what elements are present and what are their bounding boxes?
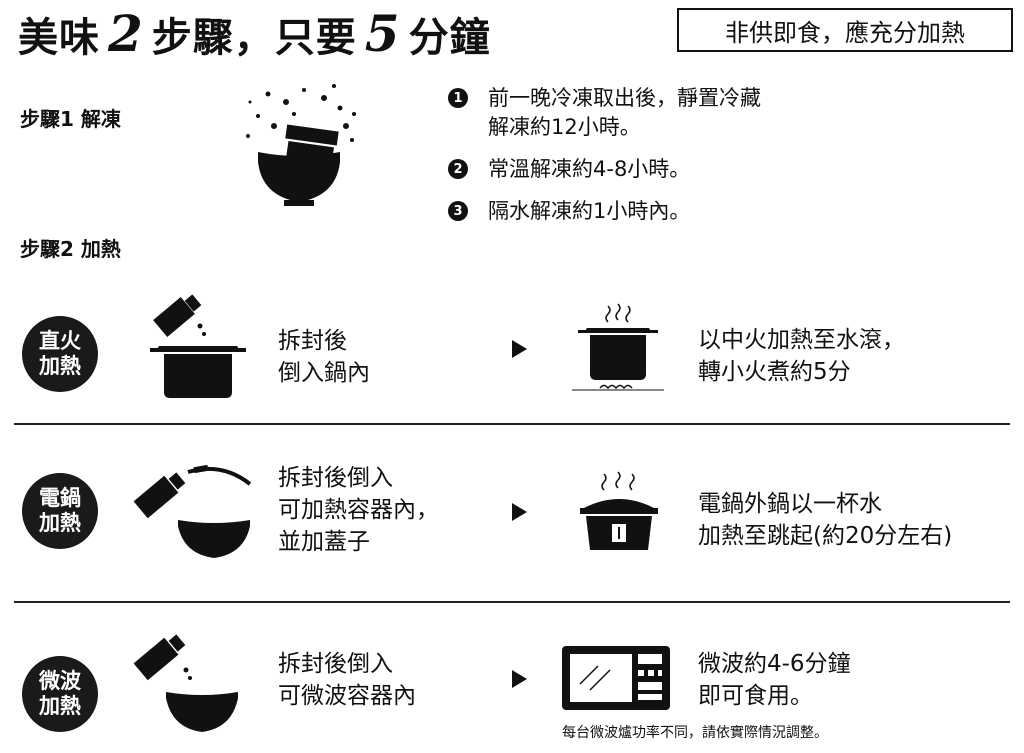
microwave-result-text: 微波約4-6分鐘 即可食用。 [698,648,851,712]
rice-cooker-prep-line3: 並加蓋子 [278,529,370,555]
microwave-prep-line2: 可微波容器內 [278,683,416,709]
divider-2 [14,601,1010,603]
rice-cooker-result-line2: 加熱至跳起(約20分左右) [698,523,953,549]
stove-result-text: 以中火加熱至水滾， 轉小火煮約5分 [698,324,905,388]
badge-microwave-heating: 微波 加熱 [22,656,98,732]
bullet-number-1: 1 [448,88,468,108]
badge-microwave-line1: 微波 [39,669,81,693]
badge-rice-cooker-line1: 電鍋 [39,486,81,510]
pot-on-stove-icon [570,300,666,396]
rice-cooker-prep-line2: 可加熱容器內， [278,497,439,523]
microwave-arrow-icon [512,670,527,688]
rice-cooker-prep-line1: 拆封後倒入 [278,465,393,491]
thaw-instructions: 1 前一晚冷凍取出後，靜置冷藏 解凍約12小時。 2 常溫解凍約4-8小時。 3… [448,84,1008,239]
badge-stove-line1: 直火 [39,329,81,353]
title-prefix: 美味 [18,15,100,61]
stove-result-line1: 以中火加熱至水滾， [698,327,905,353]
badge-rice-cooker-heating: 電鍋 加熱 [22,473,98,549]
stove-result-line2: 轉小火煮約5分 [698,359,851,385]
safety-notice: 非供即食，應充分加熱 [677,8,1013,52]
microwave-prep-line1: 拆封後倒入 [278,651,393,677]
stove-prep-text: 拆封後 倒入鍋內 [278,325,370,389]
thaw-item-1-line2: 解凍約12小時。 [488,115,641,139]
microwave-prep-text: 拆封後倒入 可微波容器內 [278,648,416,712]
page-title: 美味 2 步驟，只要 5 分鐘 [18,4,491,63]
microwave-result-line1: 微波約4-6分鐘 [698,651,851,677]
pour-into-covered-bowl-icon [132,464,254,564]
thaw-item-1: 1 前一晚冷凍取出後，靜置冷藏 解凍約12小時。 [448,84,1008,142]
microwave-icon [560,644,672,714]
divider-1 [14,423,1010,425]
badge-stove-line2: 加熱 [39,354,81,378]
stove-arrow-icon [512,340,527,358]
title-minutes: 5 [364,4,401,63]
pour-into-bowl-icon [132,630,242,736]
title-middle: 步驟，只要 [151,15,357,61]
bullet-number-3: 3 [448,201,468,221]
stove-prep-line1: 拆封後 [278,328,347,354]
thaw-item-2-line1: 常溫解凍約4-8小時。 [488,157,691,181]
badge-rice-cooker-line2: 加熱 [39,511,81,535]
pour-into-pot-icon [148,292,248,400]
rice-cooker-prep-text: 拆封後倒入 可加熱容器內， 並加蓋子 [278,462,439,558]
rice-cooker-result-text: 電鍋外鍋以一杯水 加熱至跳起(約20分左右) [698,488,952,552]
rice-cooker-arrow-icon [512,503,527,521]
microwave-result-line2: 即可食用。 [698,683,813,709]
step1-label: 步驟1 解凍 [20,107,121,131]
badge-microwave-line2: 加熱 [39,694,81,718]
thaw-bowl-icon [228,82,368,210]
bullet-number-2: 2 [448,159,468,179]
rice-cooker-icon [574,470,664,558]
thaw-item-1-line1: 前一晚冷凍取出後，靜置冷藏 [488,86,761,110]
microwave-power-note: 每台微波爐功率不同，請依實際情況調整。 [562,725,828,741]
stove-prep-line2: 倒入鍋內 [278,360,370,386]
title-suffix: 分鐘 [408,15,491,61]
step2-label: 步驟2 加熱 [20,237,121,261]
title-step-count: 2 [108,4,144,63]
thaw-item-3-line1: 隔水解凍約1小時內。 [488,199,691,223]
thaw-item-2: 2 常溫解凍約4-8小時。 [448,155,1008,184]
rice-cooker-result-line1: 電鍋外鍋以一杯水 [698,491,882,517]
badge-stove-heating: 直火 加熱 [22,316,98,392]
thaw-item-3: 3 隔水解凍約1小時內。 [448,197,1008,226]
